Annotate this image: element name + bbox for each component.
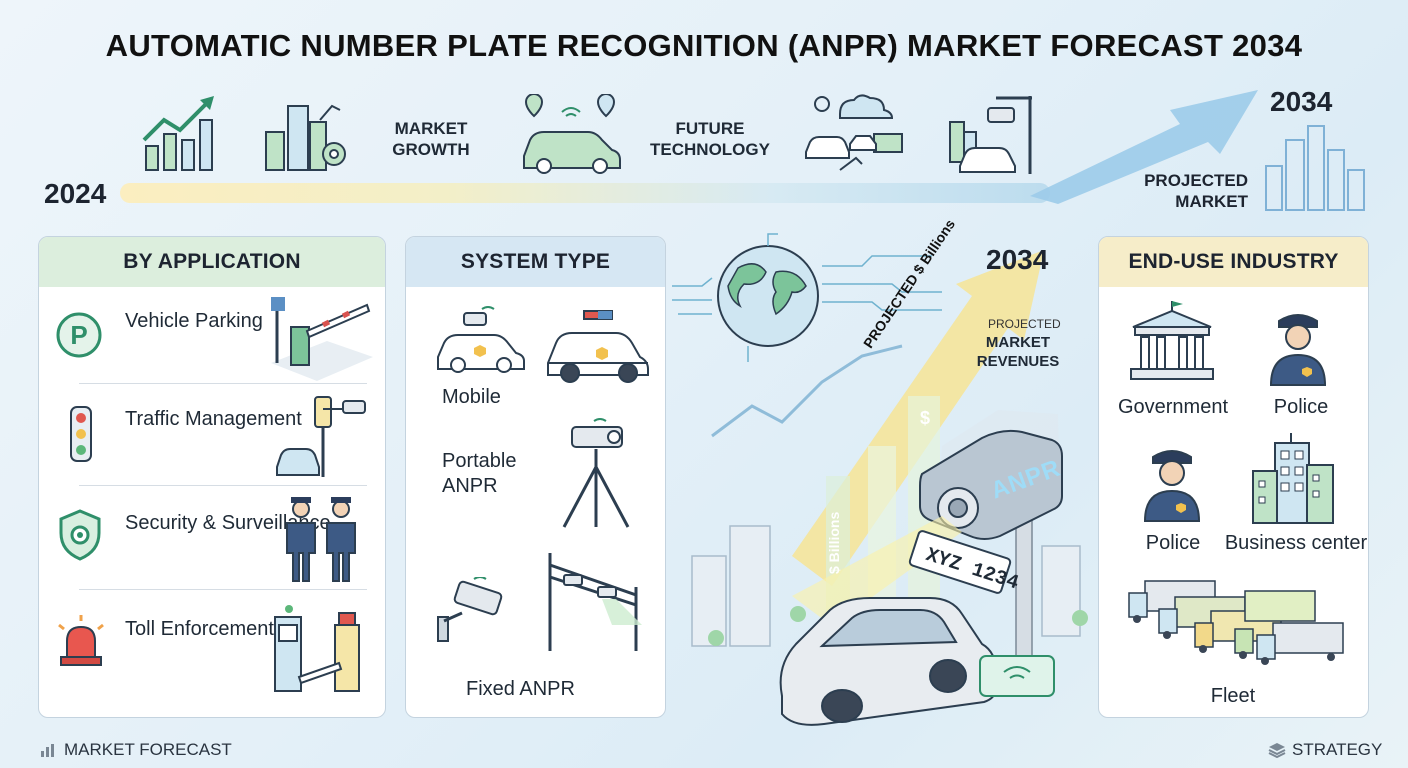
anpr-illustration — [672, 233, 1088, 726]
end-use-item-label: Business center — [1224, 532, 1368, 554]
layers-icon — [1268, 743, 1286, 758]
page-title: AUTOMATIC NUMBER PLATE RECOGNITION (ANPR… — [105, 28, 1303, 63]
end-use-item-label: Police — [1145, 532, 1201, 554]
gantry-camera-icon — [548, 553, 642, 651]
list-item: Toll Enforcement — [39, 595, 385, 699]
end-use-heading: END-USE INDUSTRY — [1099, 237, 1368, 287]
system-type-panel: SYSTEM TYPE Mobile Portable ANPR — [405, 236, 666, 718]
projected-label: PROJECTED — [988, 317, 1061, 331]
system-item-label: Portable ANPR — [442, 450, 517, 497]
divider — [79, 485, 367, 486]
fixed-camera-icon — [437, 577, 503, 642]
application-panel: BY APPLICATION P Vehicle Parking Traffic… — [38, 236, 386, 718]
application-item-label: Toll Enforcement — [125, 618, 274, 640]
police-car-icon — [547, 310, 649, 383]
application-heading: BY APPLICATION — [39, 237, 385, 287]
footer-right-label: STRATEGY — [1292, 740, 1383, 759]
system-type-heading: SYSTEM TYPE — [406, 237, 665, 287]
alarm-siren-icon — [58, 615, 104, 666]
projected-market-label: PROJECTED MARKET — [1144, 171, 1248, 211]
end-use-item-label: Police — [1273, 396, 1329, 418]
footer-right: STRATEGY — [1268, 740, 1382, 760]
parking-barrier-icon — [271, 297, 373, 381]
divider — [79, 383, 367, 384]
application-item-label: Traffic Management — [125, 408, 302, 430]
system-item-label: Mobile — [442, 386, 501, 408]
end-use-item-label: Fleet — [1210, 685, 1256, 707]
timeline-bar — [120, 183, 1050, 203]
police-officer-icon — [1143, 450, 1201, 522]
system-item-label: Fixed ANPR — [466, 678, 575, 700]
mobile-patrol-car-icon — [437, 306, 525, 373]
list-item: Traffic Management — [39, 389, 385, 493]
future-technology-label: FUTURE TECHNOLOGY — [650, 119, 770, 159]
security-shield-icon — [59, 509, 101, 561]
projected-city-icon — [1265, 125, 1365, 211]
end-use-panel: END-USE INDUSTRY Government Police Polic… — [1098, 236, 1369, 718]
connected-car-icon — [523, 94, 621, 174]
footer-left-label: MARKET FORECAST — [64, 740, 232, 759]
security-guards-icon — [286, 497, 356, 582]
svg-text:P: P — [70, 320, 87, 350]
year-start: 2024 — [44, 178, 107, 209]
end-use-item-label: Government — [1117, 396, 1229, 418]
divider — [79, 589, 367, 590]
street-camera-icon — [949, 96, 1032, 174]
dollar-sign: $ — [920, 408, 931, 428]
traffic-camera-icon — [276, 396, 366, 477]
list-item: Security & Surveillance — [39, 491, 385, 595]
tripod-camera-icon — [562, 418, 630, 528]
year-end: 2034 — [1270, 86, 1333, 117]
toll-booth-icon — [274, 605, 360, 692]
government-building-icon — [1130, 301, 1214, 380]
market-growth-label: MARKET GROWTH — [392, 119, 470, 159]
timeline-arrow-icon — [1030, 90, 1258, 204]
market-revenues-label: MARKET REVENUES — [976, 334, 1060, 370]
business-building-icon — [1252, 433, 1334, 524]
footer-left: MARKET FORECAST — [40, 740, 232, 760]
traffic-light-icon — [70, 406, 92, 462]
parking-icon: P — [56, 312, 102, 358]
list-item: P Vehicle Parking — [39, 289, 385, 393]
application-item-label: Vehicle Parking — [125, 310, 263, 332]
smart-traffic-icon — [805, 94, 903, 171]
growth-chart-icon — [142, 96, 214, 171]
billions-label: $ Billions — [826, 511, 842, 574]
center-year: 2034 — [986, 244, 1049, 275]
fleet-trucks-icon — [1128, 580, 1344, 665]
city-gear-icon — [265, 104, 346, 171]
application-item-label: Security & Surveillance — [125, 512, 331, 534]
bar-chart-icon — [41, 744, 54, 757]
police-officer-icon — [1269, 314, 1327, 386]
